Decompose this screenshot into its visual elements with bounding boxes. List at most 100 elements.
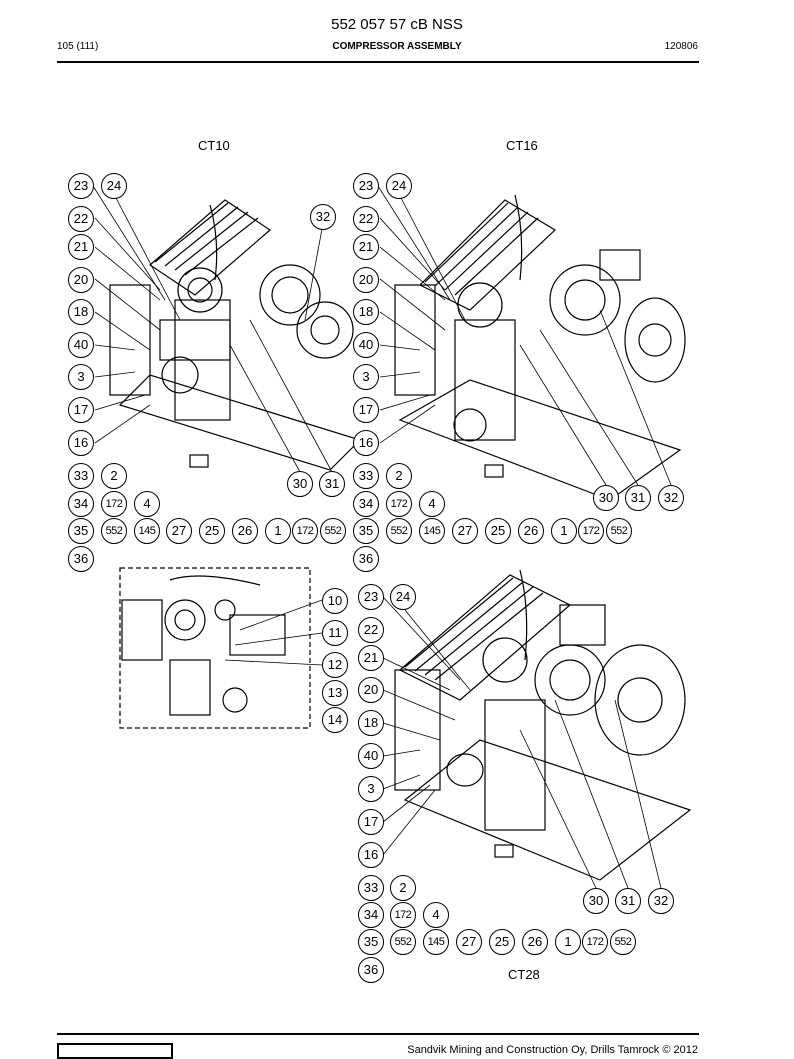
callout: 172 — [101, 491, 127, 517]
callout: 552 — [320, 518, 346, 544]
callout: 33 — [358, 875, 384, 901]
callout: 30 — [583, 888, 609, 914]
callout: 30 — [287, 471, 313, 497]
callout: 4 — [134, 491, 160, 517]
callout: 14 — [322, 707, 348, 733]
callout: 24 — [101, 173, 127, 199]
callout: 1 — [555, 929, 581, 955]
callout: 2 — [390, 875, 416, 901]
callout: 35 — [358, 929, 384, 955]
ct16-drawing — [394, 194, 686, 501]
callout: 145 — [134, 518, 160, 544]
section-title: COMPRESSOR ASSEMBLY — [332, 41, 462, 52]
callout: 20 — [68, 267, 94, 293]
callout: 172 — [582, 929, 608, 955]
callout: 27 — [166, 518, 192, 544]
callout: 172 — [578, 518, 604, 544]
callout: 16 — [68, 430, 94, 456]
callout: 25 — [199, 518, 225, 544]
callout: 23 — [353, 173, 379, 199]
callout: 32 — [310, 204, 336, 230]
callout: 21 — [353, 234, 379, 260]
model-label-ct10: CT10 — [198, 138, 230, 153]
callout: 34 — [68, 491, 94, 517]
callout: 3 — [353, 364, 379, 390]
callout: 18 — [353, 299, 379, 325]
callout: 17 — [68, 397, 94, 423]
callout: 1 — [265, 518, 291, 544]
callout: 26 — [518, 518, 544, 544]
callout: 10 — [322, 588, 348, 614]
callout: 25 — [489, 929, 515, 955]
ct10-drawing — [109, 199, 362, 471]
callout: 18 — [358, 710, 384, 736]
callout: 26 — [522, 929, 548, 955]
callout: 2 — [386, 463, 412, 489]
copyright-text: Sandvik Mining and Construction Oy, Dril… — [407, 1044, 698, 1056]
callout: 36 — [353, 546, 379, 572]
callout: 145 — [423, 929, 449, 955]
callout: 33 — [68, 463, 94, 489]
callout: 3 — [358, 776, 384, 802]
callout: 31 — [625, 485, 651, 511]
footer-rule — [57, 1033, 699, 1035]
model-label-ct28: CT28 — [508, 967, 540, 982]
callout: 27 — [456, 929, 482, 955]
callout: 552 — [610, 929, 636, 955]
callout: 11 — [322, 620, 348, 646]
callout: 172 — [390, 902, 416, 928]
callout: 21 — [68, 234, 94, 260]
callout: 24 — [390, 584, 416, 610]
callout: 22 — [68, 206, 94, 232]
callout: 22 — [358, 617, 384, 643]
callout: 552 — [101, 518, 127, 544]
callout: 17 — [353, 397, 379, 423]
date-code: 120806 — [664, 41, 698, 52]
callout: 23 — [358, 584, 384, 610]
detail-inset-drawing — [119, 567, 311, 729]
model-label-ct16: CT16 — [506, 138, 538, 153]
page-number: 105 (111) — [57, 41, 99, 52]
callout: 172 — [292, 518, 318, 544]
callout: 12 — [322, 652, 348, 678]
brand-logo — [57, 1043, 173, 1059]
callout: 33 — [353, 463, 379, 489]
callout: 552 — [606, 518, 632, 544]
callout: 32 — [658, 485, 684, 511]
callout: 3 — [68, 364, 94, 390]
callout: 31 — [615, 888, 641, 914]
callout: 4 — [423, 902, 449, 928]
callout: 22 — [353, 206, 379, 232]
callout: 16 — [358, 842, 384, 868]
ct28-drawing — [394, 569, 692, 881]
callout: 34 — [358, 902, 384, 928]
callout: 20 — [358, 677, 384, 703]
callout: 17 — [358, 809, 384, 835]
callout: 26 — [232, 518, 258, 544]
callout: 35 — [68, 518, 94, 544]
header-rule — [57, 61, 699, 63]
callout: 13 — [322, 680, 348, 706]
document-number: 552 057 57 cB NSS — [331, 16, 463, 33]
callout: 27 — [452, 518, 478, 544]
callout: 20 — [353, 267, 379, 293]
callout: 2 — [101, 463, 127, 489]
callout: 24 — [386, 173, 412, 199]
callout: 30 — [593, 485, 619, 511]
callout: 36 — [358, 957, 384, 983]
callout: 145 — [419, 518, 445, 544]
callout: 4 — [419, 491, 445, 517]
callout: 40 — [68, 332, 94, 358]
callout: 25 — [485, 518, 511, 544]
callout: 32 — [648, 888, 674, 914]
callout: 18 — [68, 299, 94, 325]
callout: 1 — [551, 518, 577, 544]
callout: 36 — [68, 546, 94, 572]
callout: 172 — [386, 491, 412, 517]
callout: 35 — [353, 518, 379, 544]
callout: 31 — [319, 471, 345, 497]
callout: 21 — [358, 645, 384, 671]
callout: 34 — [353, 491, 379, 517]
callout: 23 — [68, 173, 94, 199]
callout: 552 — [386, 518, 412, 544]
